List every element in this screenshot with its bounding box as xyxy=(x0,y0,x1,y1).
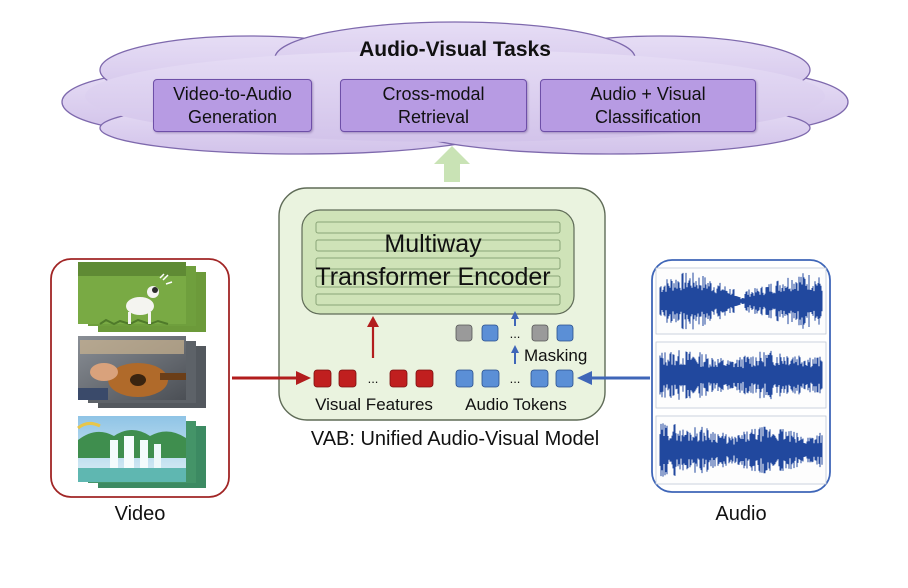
encoder-label: Multiway Transformer Encoder xyxy=(304,228,562,294)
masked-ellipsis: ... xyxy=(510,326,521,341)
task-line1: Video-to-Audio xyxy=(173,83,292,104)
audio-arrow-icon xyxy=(577,371,650,385)
audio-token-row xyxy=(455,369,574,388)
encoder-layers xyxy=(315,221,561,306)
encoder-box xyxy=(301,209,575,315)
visual-ellipsis: ... xyxy=(368,371,379,386)
masking-label: Masking xyxy=(524,346,588,365)
audio-label: Audio xyxy=(715,503,767,525)
waveform-icon xyxy=(659,423,823,477)
task-line2: Classification xyxy=(594,106,702,127)
task-line2: Generation xyxy=(187,106,278,127)
task-line1: Cross-modal xyxy=(382,83,485,104)
task-line2: Retrieval xyxy=(397,106,470,127)
visual-token-row xyxy=(313,369,434,388)
video-label: Video xyxy=(114,503,166,525)
visual-up-arrow-icon xyxy=(367,316,379,358)
encoder-line1: Multiway xyxy=(384,230,482,258)
task-cross-modal-retrieval: Cross-modal Retrieval xyxy=(340,79,527,132)
task-audio-visual-classification: Audio + Visual Classification xyxy=(540,79,756,132)
waveform-icon xyxy=(659,350,823,400)
video-arrow-icon xyxy=(232,371,311,385)
waterfall-photo xyxy=(77,416,206,488)
guitar-photo xyxy=(78,336,206,408)
encoder-line2: Transformer Encoder xyxy=(315,263,551,291)
dog-photo xyxy=(78,262,206,332)
visual-features-label: Visual Features xyxy=(315,395,433,414)
task-video-to-audio: Video-to-Audio Generation xyxy=(153,79,312,132)
masked-up-arrow-icon xyxy=(511,311,519,326)
model-caption: VAB: Unified Audio-Visual Model xyxy=(310,428,600,450)
audio-up-arrow-icon xyxy=(511,345,519,364)
up-arrow-icon xyxy=(434,146,470,182)
audio-ellipsis: ... xyxy=(510,371,521,386)
task-line1: Audio + Visual xyxy=(590,83,706,104)
tasks-title: Audio-Visual Tasks xyxy=(359,38,551,61)
waveform-icon xyxy=(659,272,823,330)
audio-tokens-label: Audio Tokens xyxy=(465,395,567,414)
masked-token-row xyxy=(455,324,574,342)
